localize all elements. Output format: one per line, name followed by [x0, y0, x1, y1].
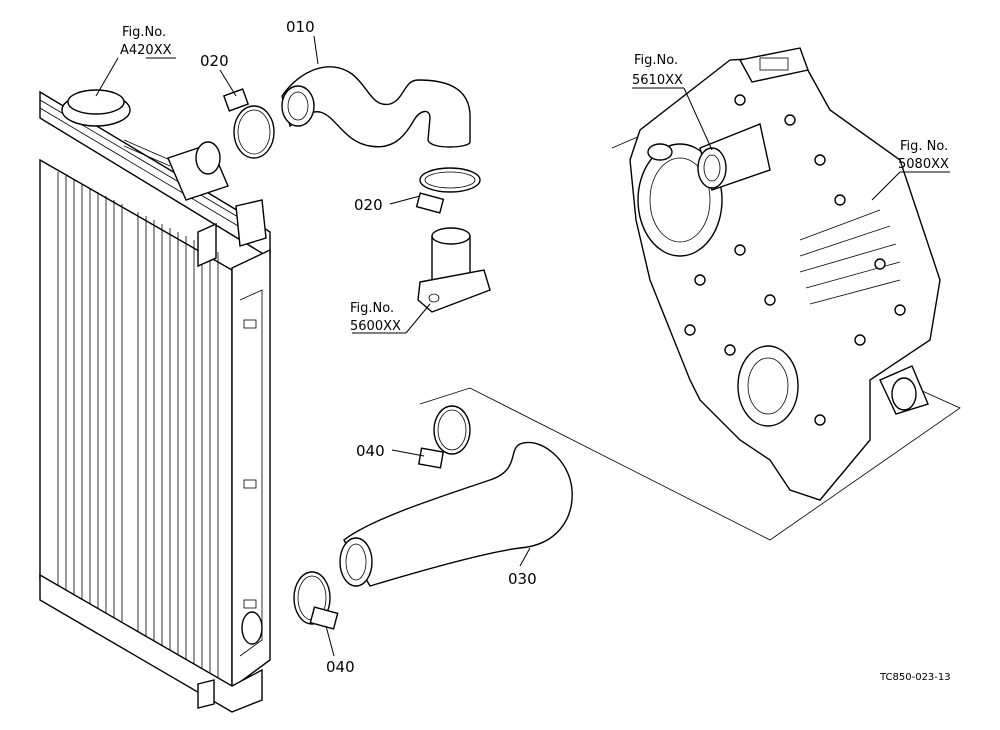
fig-ref-prefix-5610: Fig.No.	[634, 53, 678, 68]
fig-ref-number-5600: 5600XX	[350, 319, 401, 334]
fig-ref-prefix-5080: Fig. No.	[900, 139, 948, 154]
drawing-code: TC850-023-13	[879, 672, 951, 683]
hose-clamp-lower-lower	[293, 571, 339, 630]
fig-ref-prefix-a420: Fig.No.	[122, 25, 166, 40]
label-030: 030	[508, 570, 537, 588]
leader-lines	[95, 35, 950, 657]
label-020-middle: 020	[354, 196, 383, 214]
radiator	[39, 89, 271, 713]
label-020-upper: 020	[200, 52, 229, 70]
water-flange	[417, 227, 491, 313]
label-010: 010	[286, 18, 315, 36]
gear-case	[419, 47, 961, 541]
label-040-upper: 040	[356, 442, 385, 460]
hose-clamp-upper	[222, 88, 275, 159]
hose-clamp-middle	[415, 167, 481, 214]
fig-ref-prefix-5600: Fig.No.	[350, 301, 394, 316]
fig-ref-number-a420: A420XX	[120, 43, 172, 58]
fig-ref-number-5610: 5610XX	[632, 73, 683, 88]
fig-ref-number-5080: 5080XX	[898, 157, 949, 172]
lower-hose	[339, 441, 573, 587]
upper-hose	[281, 66, 471, 148]
hose-clamp-lower-upper	[417, 405, 471, 469]
label-040-lower: 040	[326, 658, 355, 676]
